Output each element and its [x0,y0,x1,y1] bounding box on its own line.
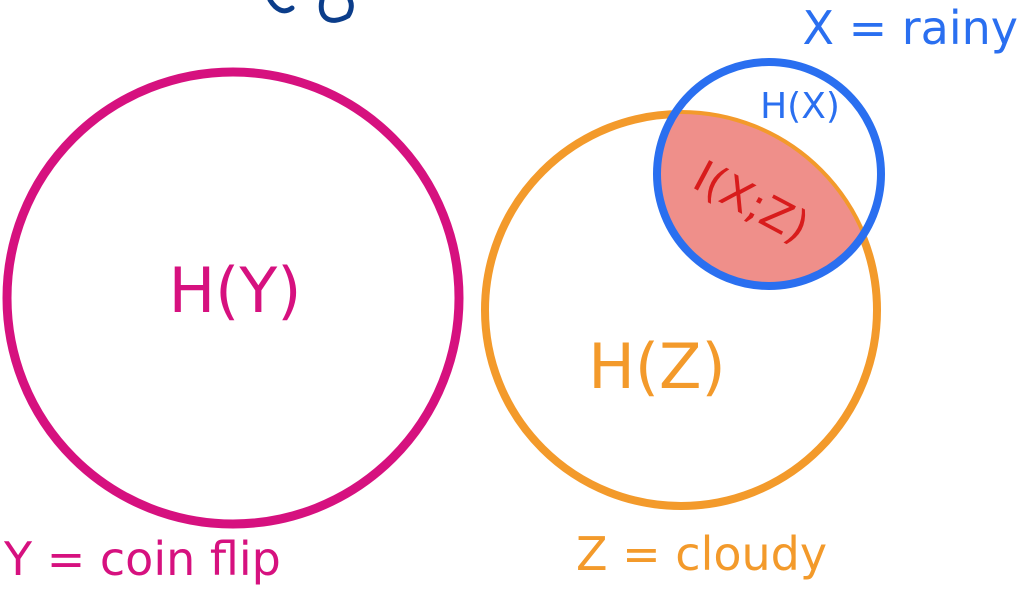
entropy-y-circle [2,67,464,529]
variable-y-caption: Y = coin flip [3,532,281,586]
entropy-x-circle [653,58,885,290]
top-scribble [267,0,354,23]
variable-z-caption: Z = cloudy [576,527,827,581]
entropy-x-label: H(X) [760,86,840,127]
entropy-z-label: H(Z) [588,330,725,403]
entropy-y-label: H(Y) [169,254,302,327]
variable-x-caption: X = rainy [802,1,1018,55]
